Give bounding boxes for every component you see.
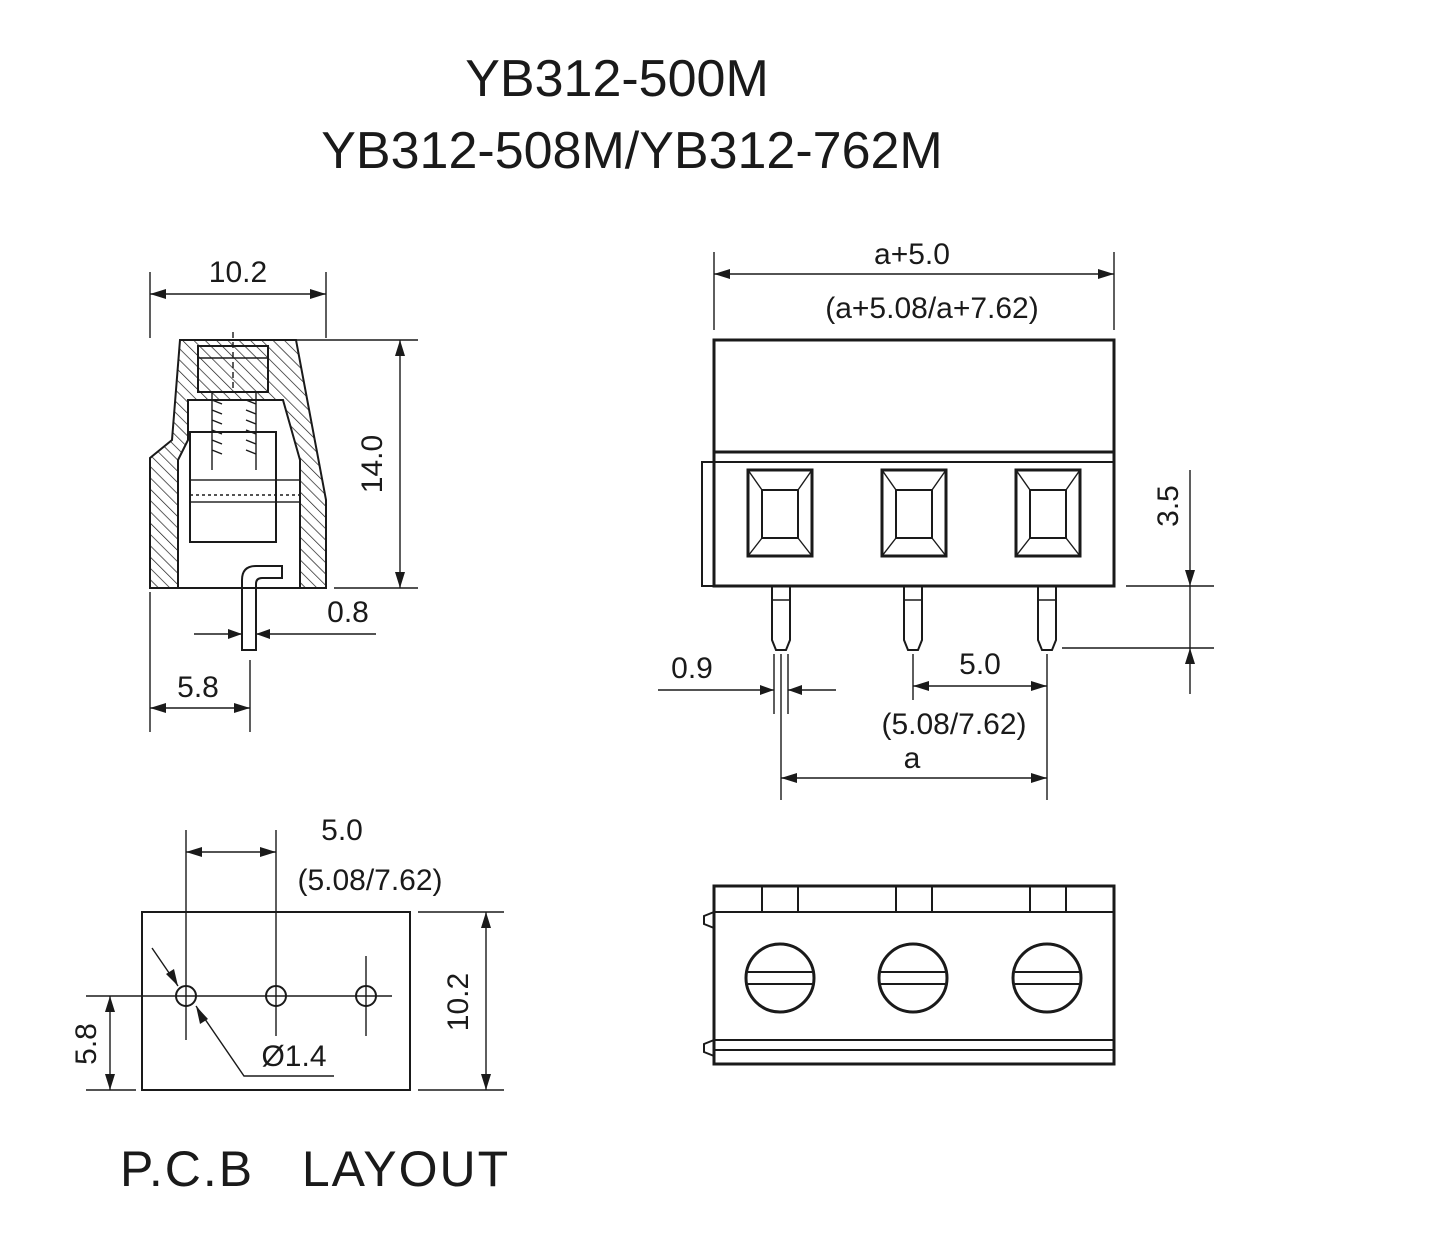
front-body-top bbox=[712, 338, 1116, 454]
wire-entry bbox=[880, 468, 948, 558]
screw-head bbox=[744, 942, 816, 1014]
side-view: 10.2 14.0 0.8 5.8 bbox=[149, 256, 418, 732]
wire-entry bbox=[746, 468, 814, 558]
pcb-height-label: 10.2 bbox=[442, 973, 475, 1031]
side-pin-offset-label: 5.8 bbox=[177, 671, 219, 704]
side-pin-width-label: 0.8 bbox=[327, 596, 369, 629]
title-line-2: YB312-508M/YB312-762M bbox=[321, 122, 943, 180]
top-latch bbox=[761, 885, 799, 913]
screw-head bbox=[877, 942, 949, 1014]
pcb-row-offset-label: 5.8 bbox=[70, 1023, 103, 1065]
top-latch bbox=[1029, 885, 1067, 913]
title-block: YB312-500M YB312-508M/YB312-762M bbox=[321, 50, 943, 180]
front-body-bottom bbox=[712, 450, 1116, 588]
screw-head bbox=[1011, 942, 1083, 1014]
side-width-label: 10.2 bbox=[209, 256, 267, 289]
pcb-hole-diameter-label: Ø1.4 bbox=[261, 1040, 326, 1073]
pcb-pitch-alt-label: (5.08/7.62) bbox=[297, 864, 442, 897]
front-pin-length-label: 3.5 bbox=[1152, 485, 1185, 527]
front-pin bbox=[903, 586, 923, 651]
title-line-1: YB312-500M bbox=[465, 50, 769, 108]
side-height-label: 14.0 bbox=[356, 435, 389, 493]
pcb-layout: 5.0 (5.08/7.62) Ø1.4 10.2 5.8 P.C.B LAYO… bbox=[70, 814, 510, 1197]
top-view bbox=[703, 884, 1116, 1066]
front-pin bbox=[771, 586, 791, 651]
pcb-layout-caption: P.C.B LAYOUT bbox=[120, 1141, 510, 1197]
front-pitch-alt-label: (5.08/7.62) bbox=[881, 708, 1026, 741]
front-pin-width-label: 0.9 bbox=[671, 652, 713, 685]
front-pitch-label: 5.0 bbox=[959, 648, 1001, 681]
front-overall-length-label: a+5.0 bbox=[874, 238, 950, 271]
front-view: a+5.0 (a+5.08/a+7.62) 3.5 0.9 5.0 (5.08/… bbox=[658, 238, 1214, 800]
front-overall-length-alt-label: (a+5.08/a+7.62) bbox=[825, 292, 1039, 325]
side-housing-cavity bbox=[177, 399, 301, 589]
wire-entry bbox=[1014, 468, 1082, 558]
top-latch bbox=[895, 885, 933, 913]
pcb-pitch-label: 5.0 bbox=[321, 814, 363, 847]
side-pin bbox=[241, 565, 283, 651]
front-pin bbox=[1037, 586, 1057, 651]
front-span-label: a bbox=[904, 742, 921, 775]
